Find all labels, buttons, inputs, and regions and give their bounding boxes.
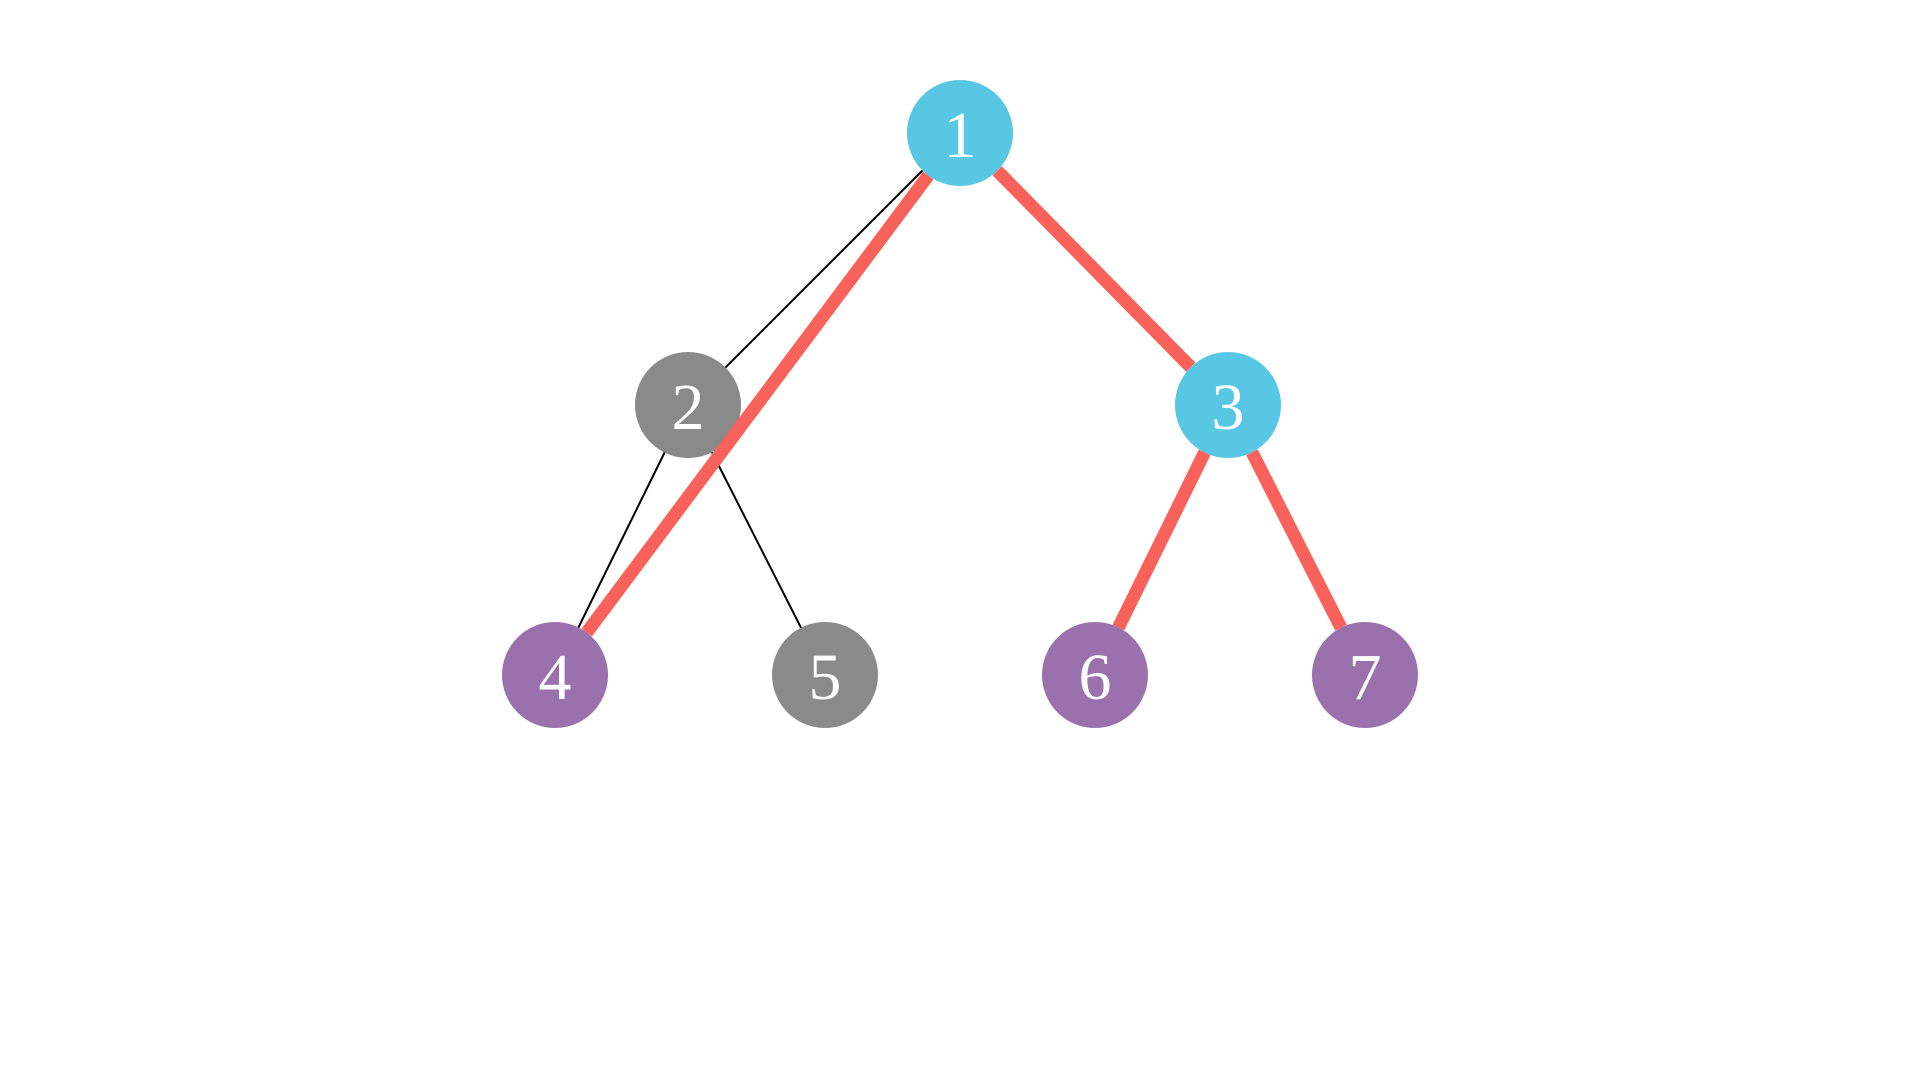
graph-node-1: 1 [907, 80, 1013, 186]
node-circle-5 [772, 622, 878, 728]
node-circle-4 [502, 622, 608, 728]
node-circle-6 [1042, 622, 1148, 728]
graph-node-7: 7 [1312, 622, 1418, 728]
node-circle-7 [1312, 622, 1418, 728]
graph-node-5: 5 [772, 622, 878, 728]
graph-node-4: 4 [502, 622, 608, 728]
edge-1-2 [687, 132, 961, 406]
highlight-edge-1-3 [992, 166, 1196, 372]
highlight-edge-3-7 [1246, 449, 1347, 631]
graph-node-3: 3 [1175, 352, 1281, 458]
node-circle-1 [907, 80, 1013, 186]
graph-node-6: 6 [1042, 622, 1148, 728]
node-circle-2 [635, 352, 741, 458]
highlight-edge-1-4 [581, 171, 934, 637]
node-circle-3 [1175, 352, 1281, 458]
highlight-edge-3-6 [1112, 449, 1211, 631]
